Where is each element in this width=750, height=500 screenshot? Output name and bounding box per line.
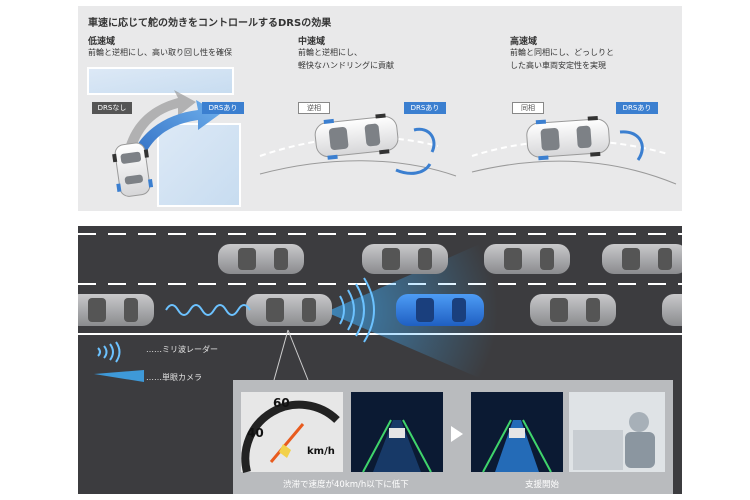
car-lower-rear — [78, 294, 154, 326]
mid-rotation-arrow-2 — [395, 163, 432, 175]
tag-drs-on-low: DRSあり — [202, 102, 244, 114]
assist-sequence-graphics — [241, 392, 665, 473]
low-speed-desc: 前輪と逆相にし、高い取り回し性を確保 — [88, 48, 232, 57]
car-upper-3 — [484, 244, 570, 274]
high-rotation-arrow — [619, 130, 644, 161]
legend-camera-label: ……単眼カメラ — [146, 373, 202, 382]
car-upper-2 — [362, 244, 448, 274]
tag-drs-none: DRSなし — [92, 102, 132, 114]
car-upper-4 — [602, 244, 682, 274]
mid-speed-desc-line2: 軽快なハンドリングに貢献 — [298, 61, 394, 70]
drs-panel-title: 車速に応じて舵の効きをコントロールするDRSの効果 — [88, 18, 332, 29]
tag-reverse-phase: 逆相 — [298, 102, 330, 114]
sequence-arrow-icon — [451, 426, 463, 442]
parking-space-bottom — [157, 123, 241, 207]
driver-photo — [569, 392, 665, 472]
radar-wave-icon — [97, 341, 121, 363]
high-speed-desc-line2: した高い車両安定性を実現 — [510, 61, 606, 70]
dash-screen-before — [351, 392, 443, 473]
mid-speed-desc-line1: 前輪と逆相にし、 — [298, 48, 362, 57]
mid-rotation-arrow — [413, 127, 436, 153]
low-speed-title: 低速域 — [88, 37, 116, 47]
car-upper-1 — [218, 244, 304, 274]
radar-wave-rear — [165, 304, 251, 316]
car-lower-4 — [662, 294, 682, 326]
road-scene — [78, 233, 682, 386]
car-topview-mid-speed — [314, 113, 399, 160]
tag-drs-on-high: DRSあり — [616, 102, 658, 114]
camera-beam-icon — [94, 370, 144, 382]
parking-space-top — [87, 67, 234, 95]
speedo-60: 60 — [273, 396, 290, 410]
speedometer-icon — [241, 392, 343, 473]
tag-drs-on-mid: DRSあり — [404, 102, 446, 114]
car-topview-low-speed — [112, 142, 154, 197]
speedo-40: 40 — [247, 426, 264, 440]
car-ego — [246, 294, 332, 326]
drs-effect-panel: 車速に応じて舵の効きをコントロールするDRSの効果 低速域 前輪と逆相にし、高い… — [78, 6, 682, 211]
caption-speed-drop: 渋滞で速度が40km/h以下に低下 — [283, 480, 409, 490]
legend-radar-label: ……ミリ波レーダー — [146, 345, 218, 354]
dash-screen-after — [471, 392, 563, 473]
caption-assist-start: 支援開始 — [525, 480, 560, 490]
car-lower-3 — [530, 294, 616, 326]
speedo-unit: km/h — [307, 446, 335, 457]
traffic-jam-assist-panel: ……ミリ波レーダー ……単眼カメラ — [78, 226, 682, 494]
high-speed-desc-line1: 前輪と同相にし、どっしりと — [510, 48, 614, 57]
car-lead-blue — [396, 294, 484, 326]
car-topview-high-speed — [526, 115, 610, 161]
turn-arrow-blue — [128, 100, 220, 168]
drs-illustrations — [87, 67, 677, 207]
tag-same-phase: 同相 — [512, 102, 544, 114]
mid-speed-title: 中速域 — [298, 37, 326, 47]
assist-info-box: 40 60 km/h 渋滞で速度が40km/h以下に低下 支援開始 — [233, 380, 673, 494]
high-speed-title: 高速域 — [510, 37, 538, 47]
